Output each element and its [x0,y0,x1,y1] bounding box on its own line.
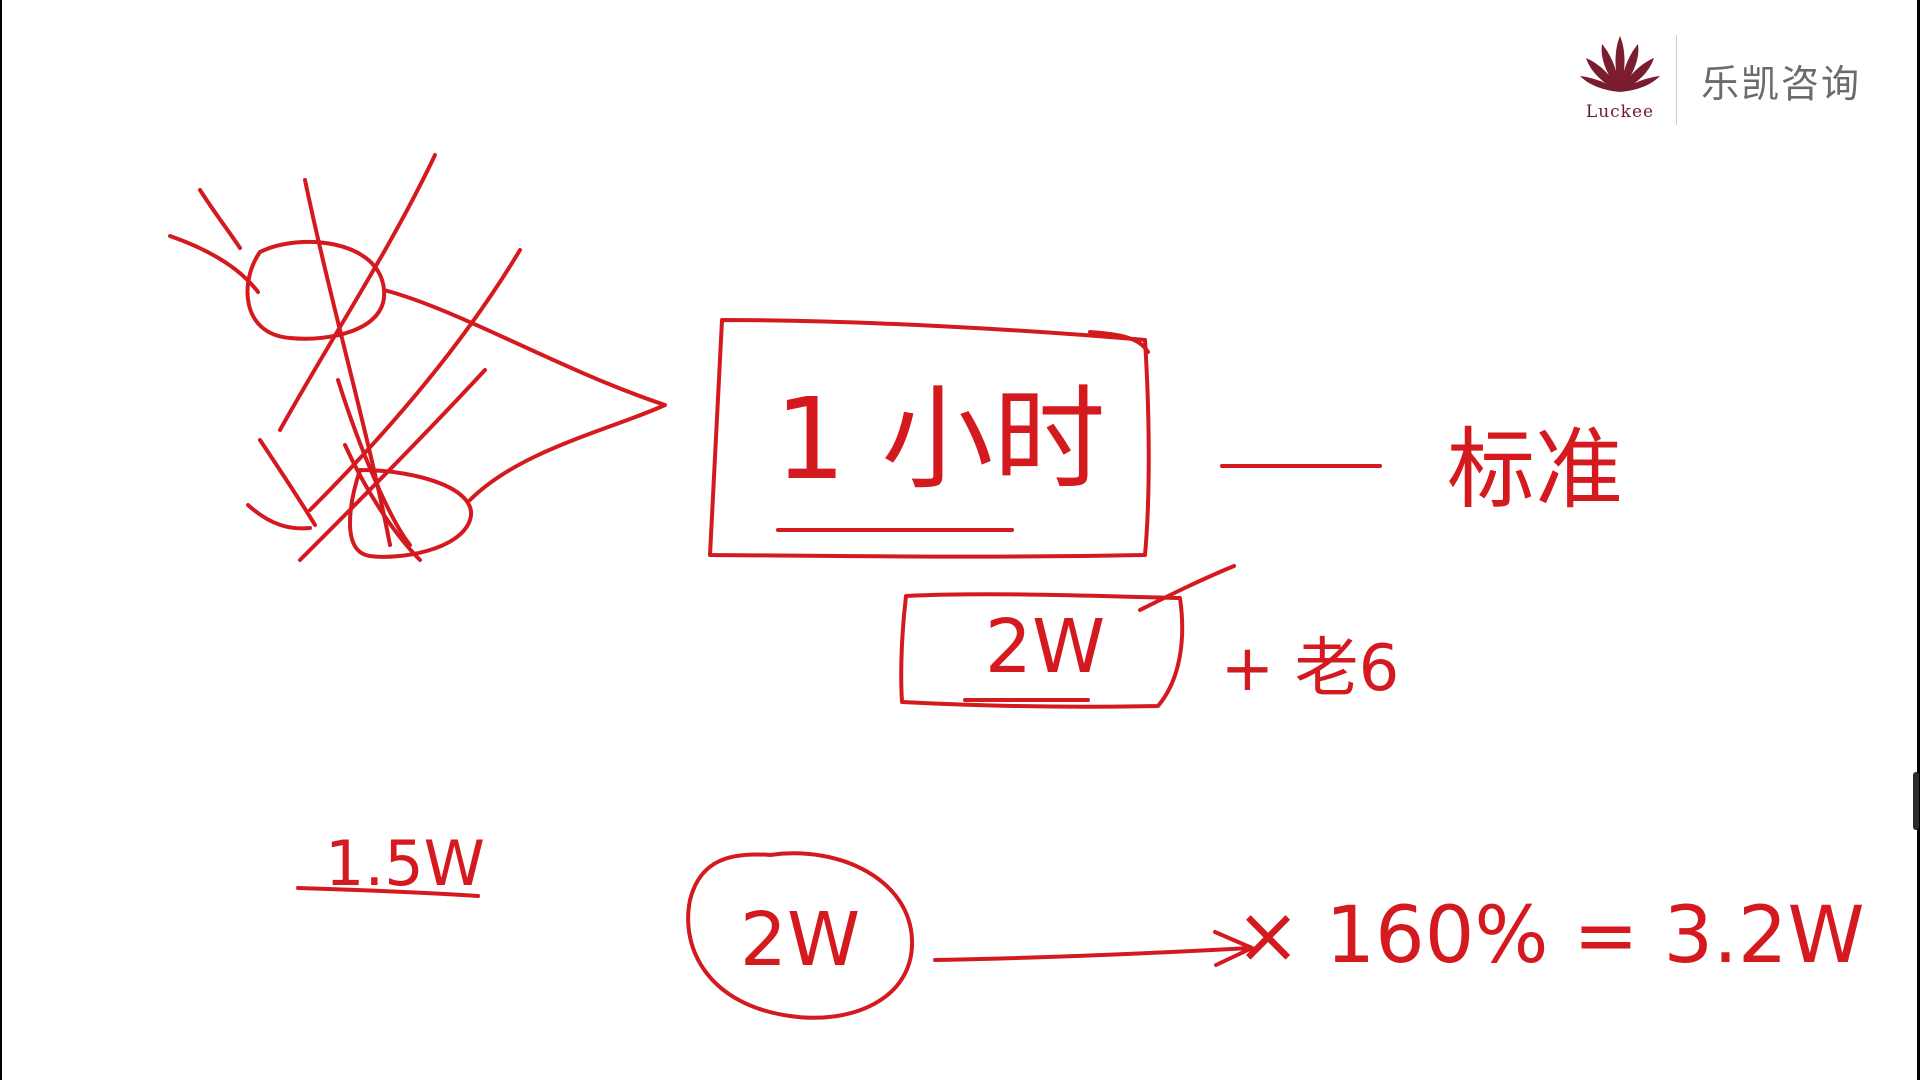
brand-header: Luckee 乐凯咨询 [1570,30,1880,130]
hatched-sketch [168,153,667,562]
window-right-border [1917,0,1920,1080]
duration-box [708,318,1151,559]
window-left-border [0,0,2,1080]
formula-start: 2W [740,897,860,983]
formula-rest: × 160% = 3.2W [1235,891,1864,981]
left-value-strike [296,886,480,898]
rate-box-label: + 老6 [1221,632,1400,706]
standard-label: 标准 [1447,418,1623,521]
left-value: 1.5W [325,827,485,900]
luckee-logo: Luckee [1570,30,1670,130]
formula-circle [686,851,915,1020]
brand-name: 乐凯咨询 [1701,61,1862,106]
fan-petals-icon [1580,36,1660,92]
formula-arrow [933,930,1254,967]
rate-box [899,564,1236,709]
scrollbar-thumb[interactable] [1913,772,1919,830]
duration-box-text: 1 小时 [775,375,1106,505]
rate-box-text: 2W [985,604,1105,690]
brand-divider [1676,35,1677,125]
logo-wordmark: Luckee [1585,102,1655,122]
